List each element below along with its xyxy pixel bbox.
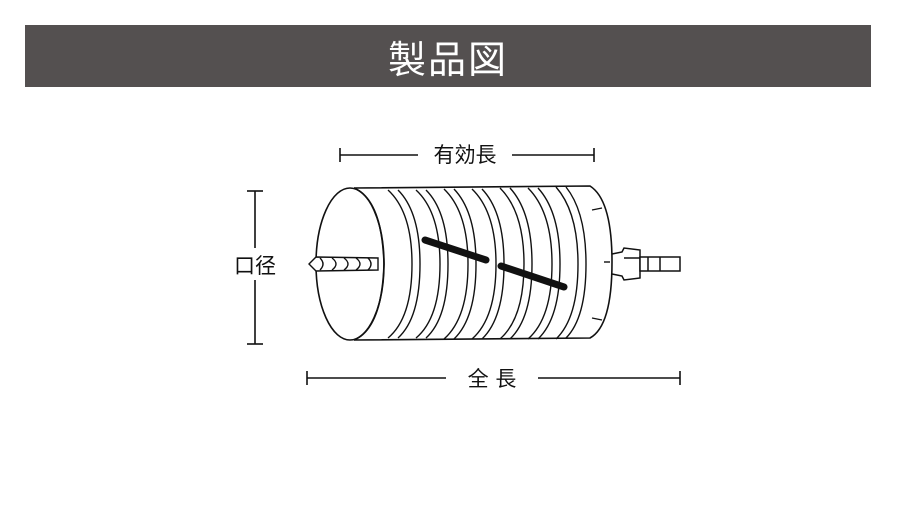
diameter-dimension xyxy=(247,190,263,345)
shank xyxy=(611,247,681,281)
diameter-label: 口径 xyxy=(234,254,276,278)
effective-length-dimension xyxy=(339,148,595,162)
core-drill-illustration xyxy=(308,185,681,341)
center-drill-bit xyxy=(308,256,379,272)
body-ribs xyxy=(387,186,587,340)
total-length-dimension xyxy=(306,371,681,385)
rear-cap xyxy=(591,207,610,321)
effective-length-label: 有効長 xyxy=(434,143,497,167)
total-length-label: 全 長 xyxy=(468,367,517,391)
page-title: 製品図 xyxy=(387,37,508,82)
page-title-bar: 製品図 xyxy=(25,25,871,87)
